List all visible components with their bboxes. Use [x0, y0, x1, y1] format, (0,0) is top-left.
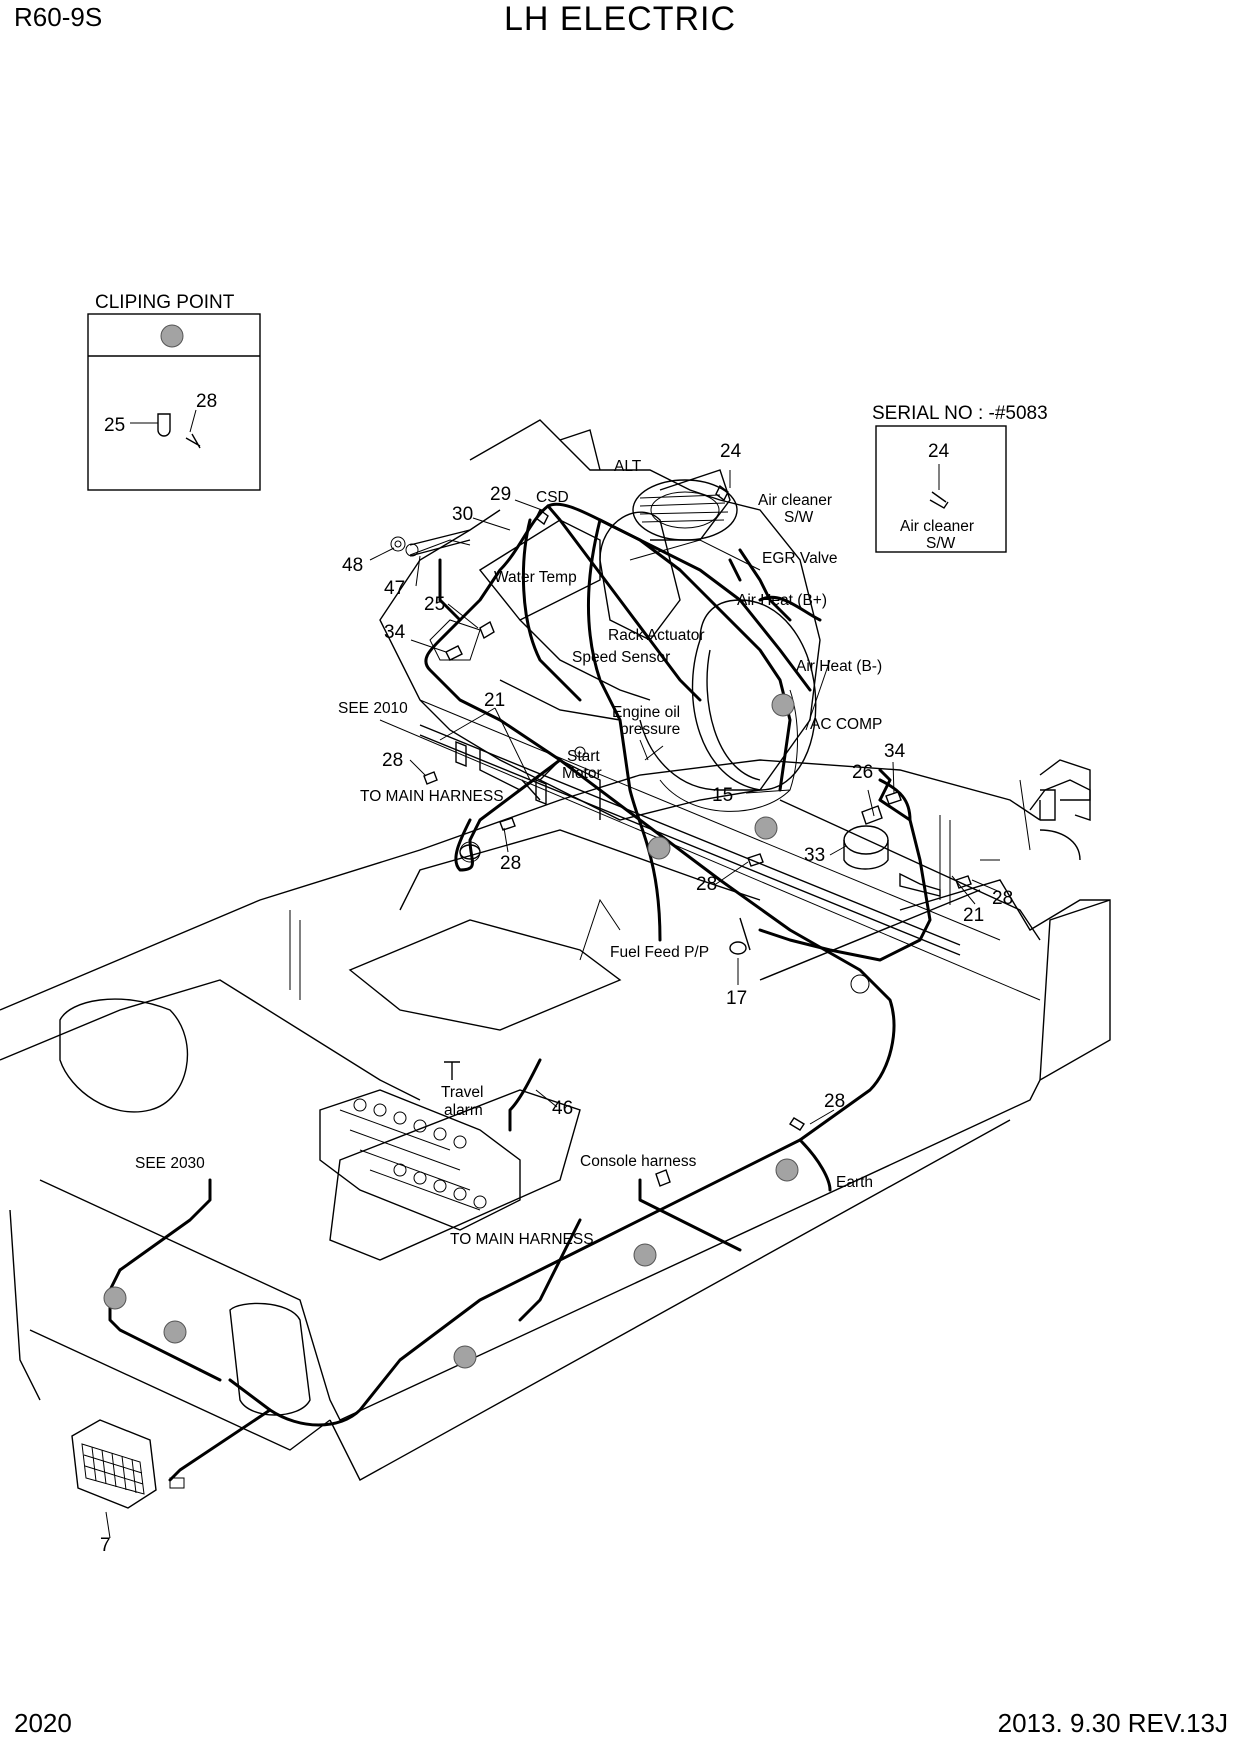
label-alt: ALT	[614, 458, 642, 475]
engine-assembly	[379, 419, 821, 821]
label-to-main-harness-2: TO MAIN HARNESS	[450, 1231, 594, 1248]
label-air-cleaner-1: Air cleaner	[758, 492, 832, 509]
label-travel-1: Travel	[441, 1084, 484, 1101]
label-water-temp: Water Temp	[494, 569, 577, 586]
label-fuel-feed: Fuel Feed P/P	[610, 944, 709, 961]
part-callouts: 24 29 30 48 47 25 34 21 28 28 15 26 34 3…	[100, 441, 1013, 1556]
model-code: R60-9S	[14, 2, 103, 32]
callout-28b: 28	[500, 853, 521, 874]
clipping-points	[103, 693, 799, 1369]
clipping-box-title: CLIPING POINT	[95, 292, 235, 313]
callout-34a: 34	[384, 622, 406, 643]
serial-label-1: Air cleaner	[900, 518, 974, 535]
label-ac-comp: AC COMP	[810, 716, 882, 733]
label-rack-actuator: Rack Actuator	[608, 627, 705, 644]
label-csd: CSD	[536, 489, 569, 506]
callout-7: 7	[100, 1535, 111, 1556]
label-speed-sensor: Speed Sensor	[572, 649, 670, 666]
label-start-1: Start	[567, 748, 600, 765]
callout-21a: 21	[484, 690, 505, 711]
serial-box-title: SERIAL NO : -#5083	[872, 403, 1048, 424]
label-egr-valve: EGR Valve	[762, 550, 838, 567]
work-lamp	[71, 1419, 185, 1509]
label-see-2010: SEE 2010	[338, 700, 408, 717]
callout-33: 33	[804, 845, 825, 866]
label-earth: Earth	[836, 1174, 873, 1191]
label-to-main-harness-1: TO MAIN HARNESS	[360, 788, 504, 805]
component-labels: ALT CSD Air cleaner S/W EGR Valve Water …	[135, 458, 882, 1248]
callout-28a: 28	[382, 750, 403, 771]
callout-17: 17	[726, 988, 747, 1009]
callout-28e: 28	[824, 1091, 845, 1112]
page-title: LH ELECTRIC	[503, 0, 737, 38]
label-air-heat-bm: Air Heat (B-)	[796, 658, 882, 675]
clipping-point-box: CLIPING POINT 25 28	[87, 292, 261, 491]
clip-label-28: 28	[196, 391, 217, 412]
callout-21b: 21	[963, 905, 984, 926]
hydraulic-lines	[419, 724, 1056, 956]
callout-26: 26	[852, 762, 873, 783]
label-see-2030: SEE 2030	[135, 1155, 205, 1172]
callout-47: 47	[384, 578, 405, 599]
hardware	[423, 484, 972, 1187]
callout-25: 25	[424, 594, 445, 615]
serial-box: SERIAL NO : -#5083 24 Air cleaner S/W	[872, 403, 1048, 553]
callout-48: 48	[342, 555, 363, 576]
control-valve	[319, 1089, 521, 1231]
label-console-harness: Console harness	[580, 1153, 697, 1170]
serial-label-2: S/W	[926, 535, 956, 552]
label-air-cleaner-2: S/W	[784, 509, 814, 526]
callout-15: 15	[712, 785, 733, 806]
label-travel-2: alarm	[444, 1102, 483, 1119]
label-engine-oil-1: Engine oil	[612, 704, 680, 721]
callout-28c: 28	[696, 874, 717, 895]
callout-30: 30	[452, 504, 473, 525]
revision-label: 2013. 9.30 REV.13J	[997, 1708, 1228, 1738]
callout-29: 29	[490, 484, 511, 505]
clip-label-25: 25	[104, 415, 125, 436]
callout-28d: 28	[992, 888, 1013, 909]
serial-part-number: 24	[928, 441, 950, 462]
rear-bracket	[1044, 779, 1091, 821]
label-start-2: Motor	[562, 765, 602, 782]
callout-46: 46	[552, 1098, 573, 1119]
upper-frame	[0, 699, 1111, 1481]
clipping-point-symbol	[160, 324, 184, 348]
callout-34b: 34	[884, 741, 906, 762]
leader-lines	[105, 470, 1001, 1539]
label-engine-oil-2: pressure	[620, 721, 680, 738]
callout-24: 24	[720, 441, 742, 462]
label-air-heat-bp: Air Heat (B+)	[737, 592, 827, 609]
page-number: 2020	[14, 1708, 72, 1738]
